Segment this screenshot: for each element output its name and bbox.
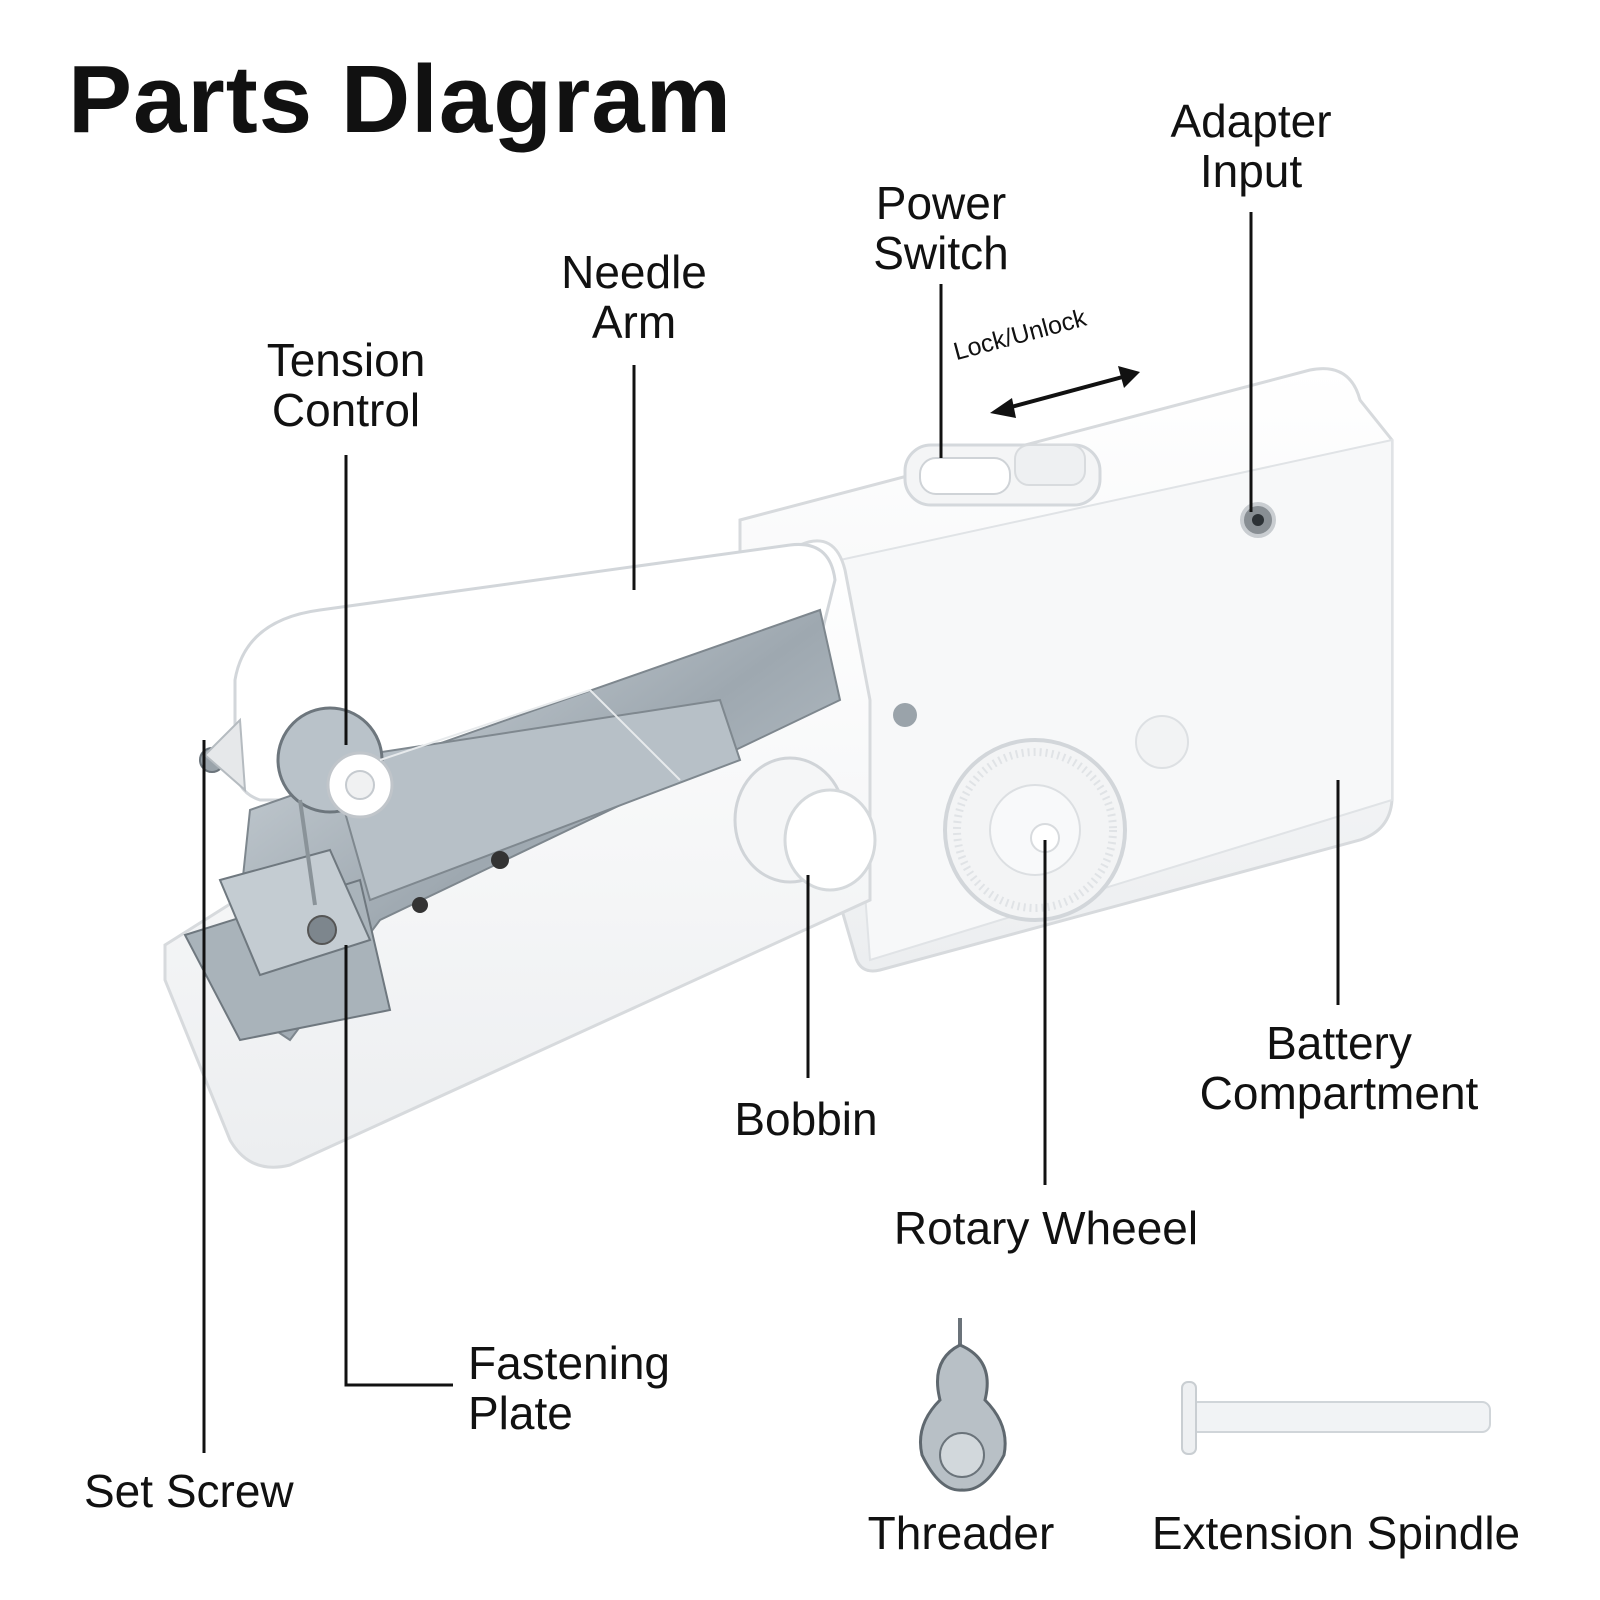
tension-control-label: Tension Control: [266, 334, 426, 436]
bobbin-shape: [733, 756, 877, 892]
battery-compartment-label: Battery Compartment: [1199, 1017, 1479, 1119]
adapter-input-label: Adapter Input: [1170, 95, 1332, 197]
battery-compartment-body: [738, 367, 1394, 973]
fastening-plate-label: Fastening Plate: [468, 1337, 671, 1439]
leader-lines: [202, 212, 1340, 1453]
threader-icon: [919, 1318, 1007, 1492]
page-title: Parts Dlagram: [68, 46, 732, 153]
threader-label: Threader: [867, 1507, 1055, 1559]
bobbin-label: Bobbin: [734, 1093, 878, 1145]
rotary-wheel-label: Rotary Wheeel: [893, 1202, 1199, 1254]
power-switch-label: Power Switch: [873, 177, 1009, 279]
rotary-wheel-shape: [943, 738, 1127, 922]
power-switch-shape: [903, 443, 1102, 507]
sewing-arm-body: [163, 539, 872, 1169]
screw-icon: [893, 703, 917, 727]
needle-arm-label: Needle Arm: [561, 246, 707, 348]
extension-spindle-icon: [1181, 1381, 1491, 1455]
set-screw-label: Set Screw: [84, 1465, 294, 1517]
extension-spindle-label: Extension Spindle: [1151, 1507, 1521, 1559]
lock-unlock-arrow: [990, 366, 1140, 418]
